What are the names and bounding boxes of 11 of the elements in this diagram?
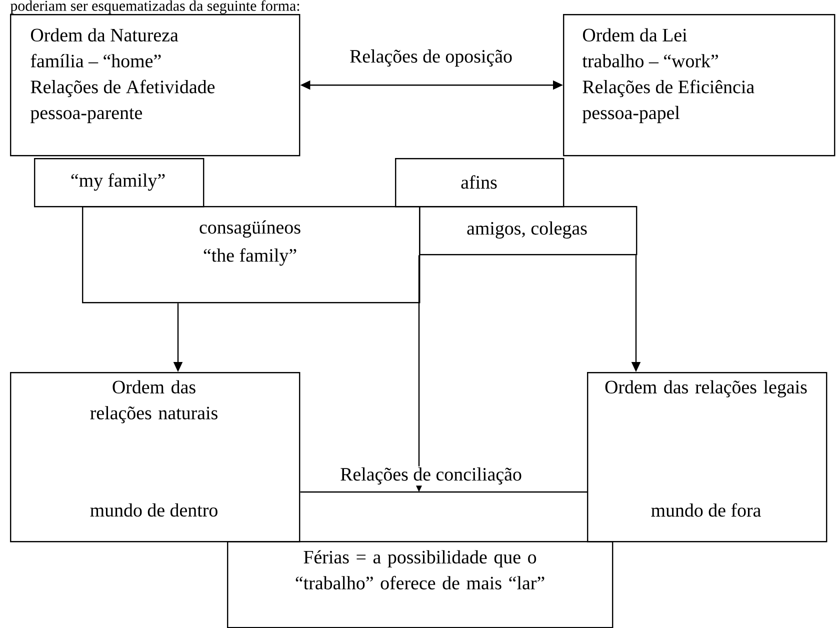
text-box: afins <box>395 158 564 208</box>
text-box: amigos, colegas <box>419 206 638 256</box>
edge-label: Relações de conciliação <box>339 466 523 486</box>
text-box: “my family” <box>34 158 204 208</box>
text-box: Ordem das relações legais mundo de fora <box>587 372 828 542</box>
edge-label: Relações de oposição <box>348 48 514 68</box>
text-box: Ordem das relações naturais mundo de dentro <box>10 372 300 542</box>
text-box: Ordem da Natureza família – “home” Relações de Afetividade pessoa-parente <box>10 14 300 156</box>
text-box: Ordem da Lei trabalho – “work” Relações de Eficiência pessoa-papel <box>563 14 836 156</box>
text-box: Férias = a possibilidade que o “trabalho” oferece de mais “lar” <box>227 541 614 628</box>
text-box: consagüíneos “the family” <box>82 206 420 304</box>
